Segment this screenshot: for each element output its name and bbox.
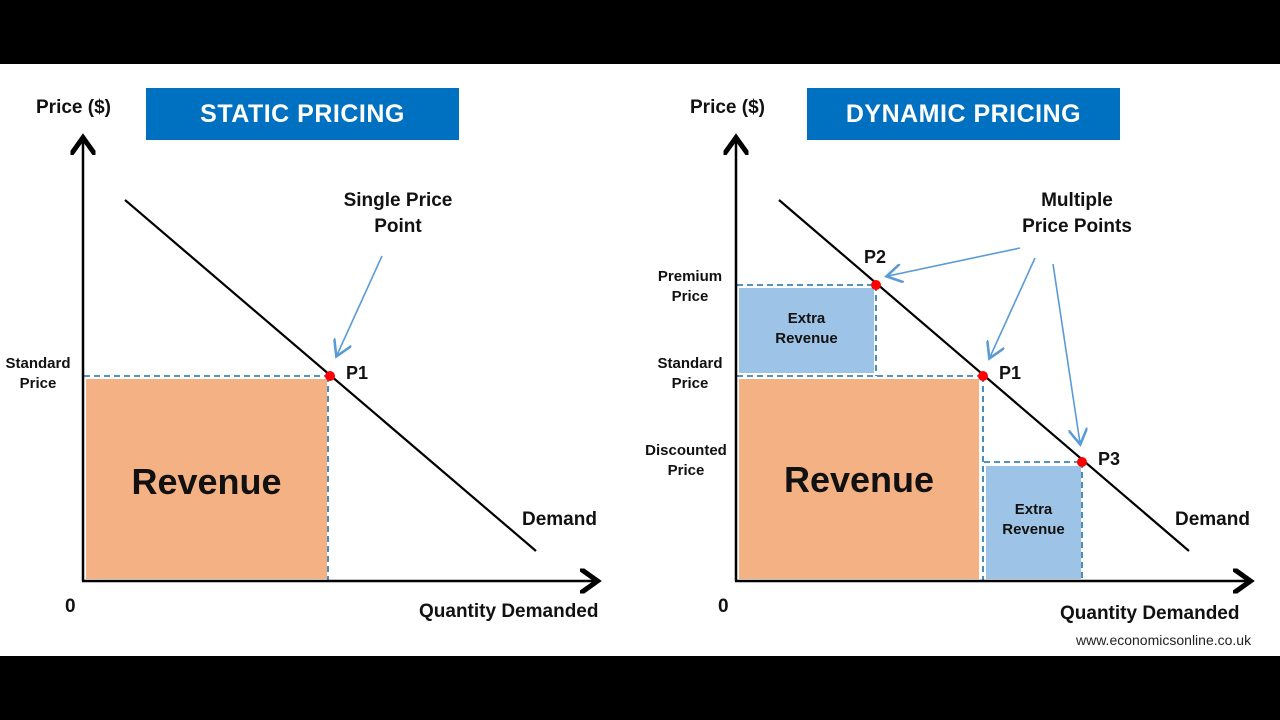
static-demand-label: Demand [522, 509, 597, 530]
dynamic-standard-price-label: Standard Price [657, 355, 723, 393]
static-y-axis-label: Price ($) [36, 97, 111, 118]
extra-revenue-discount-label: Extra Revenue [1002, 501, 1065, 539]
extra-revenue-premium-area [739, 288, 874, 373]
static-origin-label: 0 [65, 596, 76, 617]
static-p1-label: P1 [346, 363, 369, 383]
dynamic-demand-label: Demand [1175, 509, 1250, 530]
annotation-arrow-p3 [1052, 263, 1080, 443]
annotation-arrow-p2 [888, 247, 1021, 276]
static-annotation: Single Price Point [343, 190, 453, 237]
diagram-canvas: STATIC PRICING Price ($) Quantity Demand… [0, 64, 1280, 656]
dynamic-p1-label: P1 [999, 363, 1022, 383]
revenue-area [86, 379, 327, 579]
static-x-axis-label: Quantity Demanded [419, 601, 599, 622]
price-point-p2 [871, 280, 881, 290]
price-point-p1 [978, 371, 988, 381]
dynamic-revenue-label: Revenue [783, 459, 935, 500]
static-revenue-label: Revenue [131, 461, 282, 502]
dynamic-origin-label: 0 [718, 596, 729, 617]
dynamic-p2-label: P2 [864, 247, 887, 267]
extra-revenue-premium-label: Extra Revenue [775, 310, 838, 348]
premium-price-label: Premium Price [657, 268, 723, 306]
dynamic-x-axis-label: Quantity Demanded [1060, 603, 1240, 624]
source-url: www.economicsonline.co.uk [1076, 632, 1252, 648]
static-standard-price-label: Standard Price [5, 355, 71, 393]
revenue-area [739, 379, 979, 579]
discounted-price-label: Discounted Price [645, 442, 727, 480]
annotation-arrow-p1 [990, 257, 1036, 357]
extra-revenue-discount-area [986, 466, 1081, 579]
static-pricing-title: STATIC PRICING [146, 88, 459, 140]
annotation-arrow [337, 255, 383, 355]
static-chart [82, 140, 595, 581]
dynamic-y-axis-label: Price ($) [690, 97, 765, 118]
dynamic-pricing-title: DYNAMIC PRICING [807, 88, 1120, 140]
dynamic-annotation: Multiple Price Points [1022, 190, 1132, 237]
price-point-p3 [1077, 457, 1087, 467]
price-point-p1 [325, 371, 335, 381]
dynamic-p3-label: P3 [1098, 449, 1121, 469]
dynamic-chart [735, 140, 1248, 581]
diagram-graphics [0, 64, 1280, 656]
